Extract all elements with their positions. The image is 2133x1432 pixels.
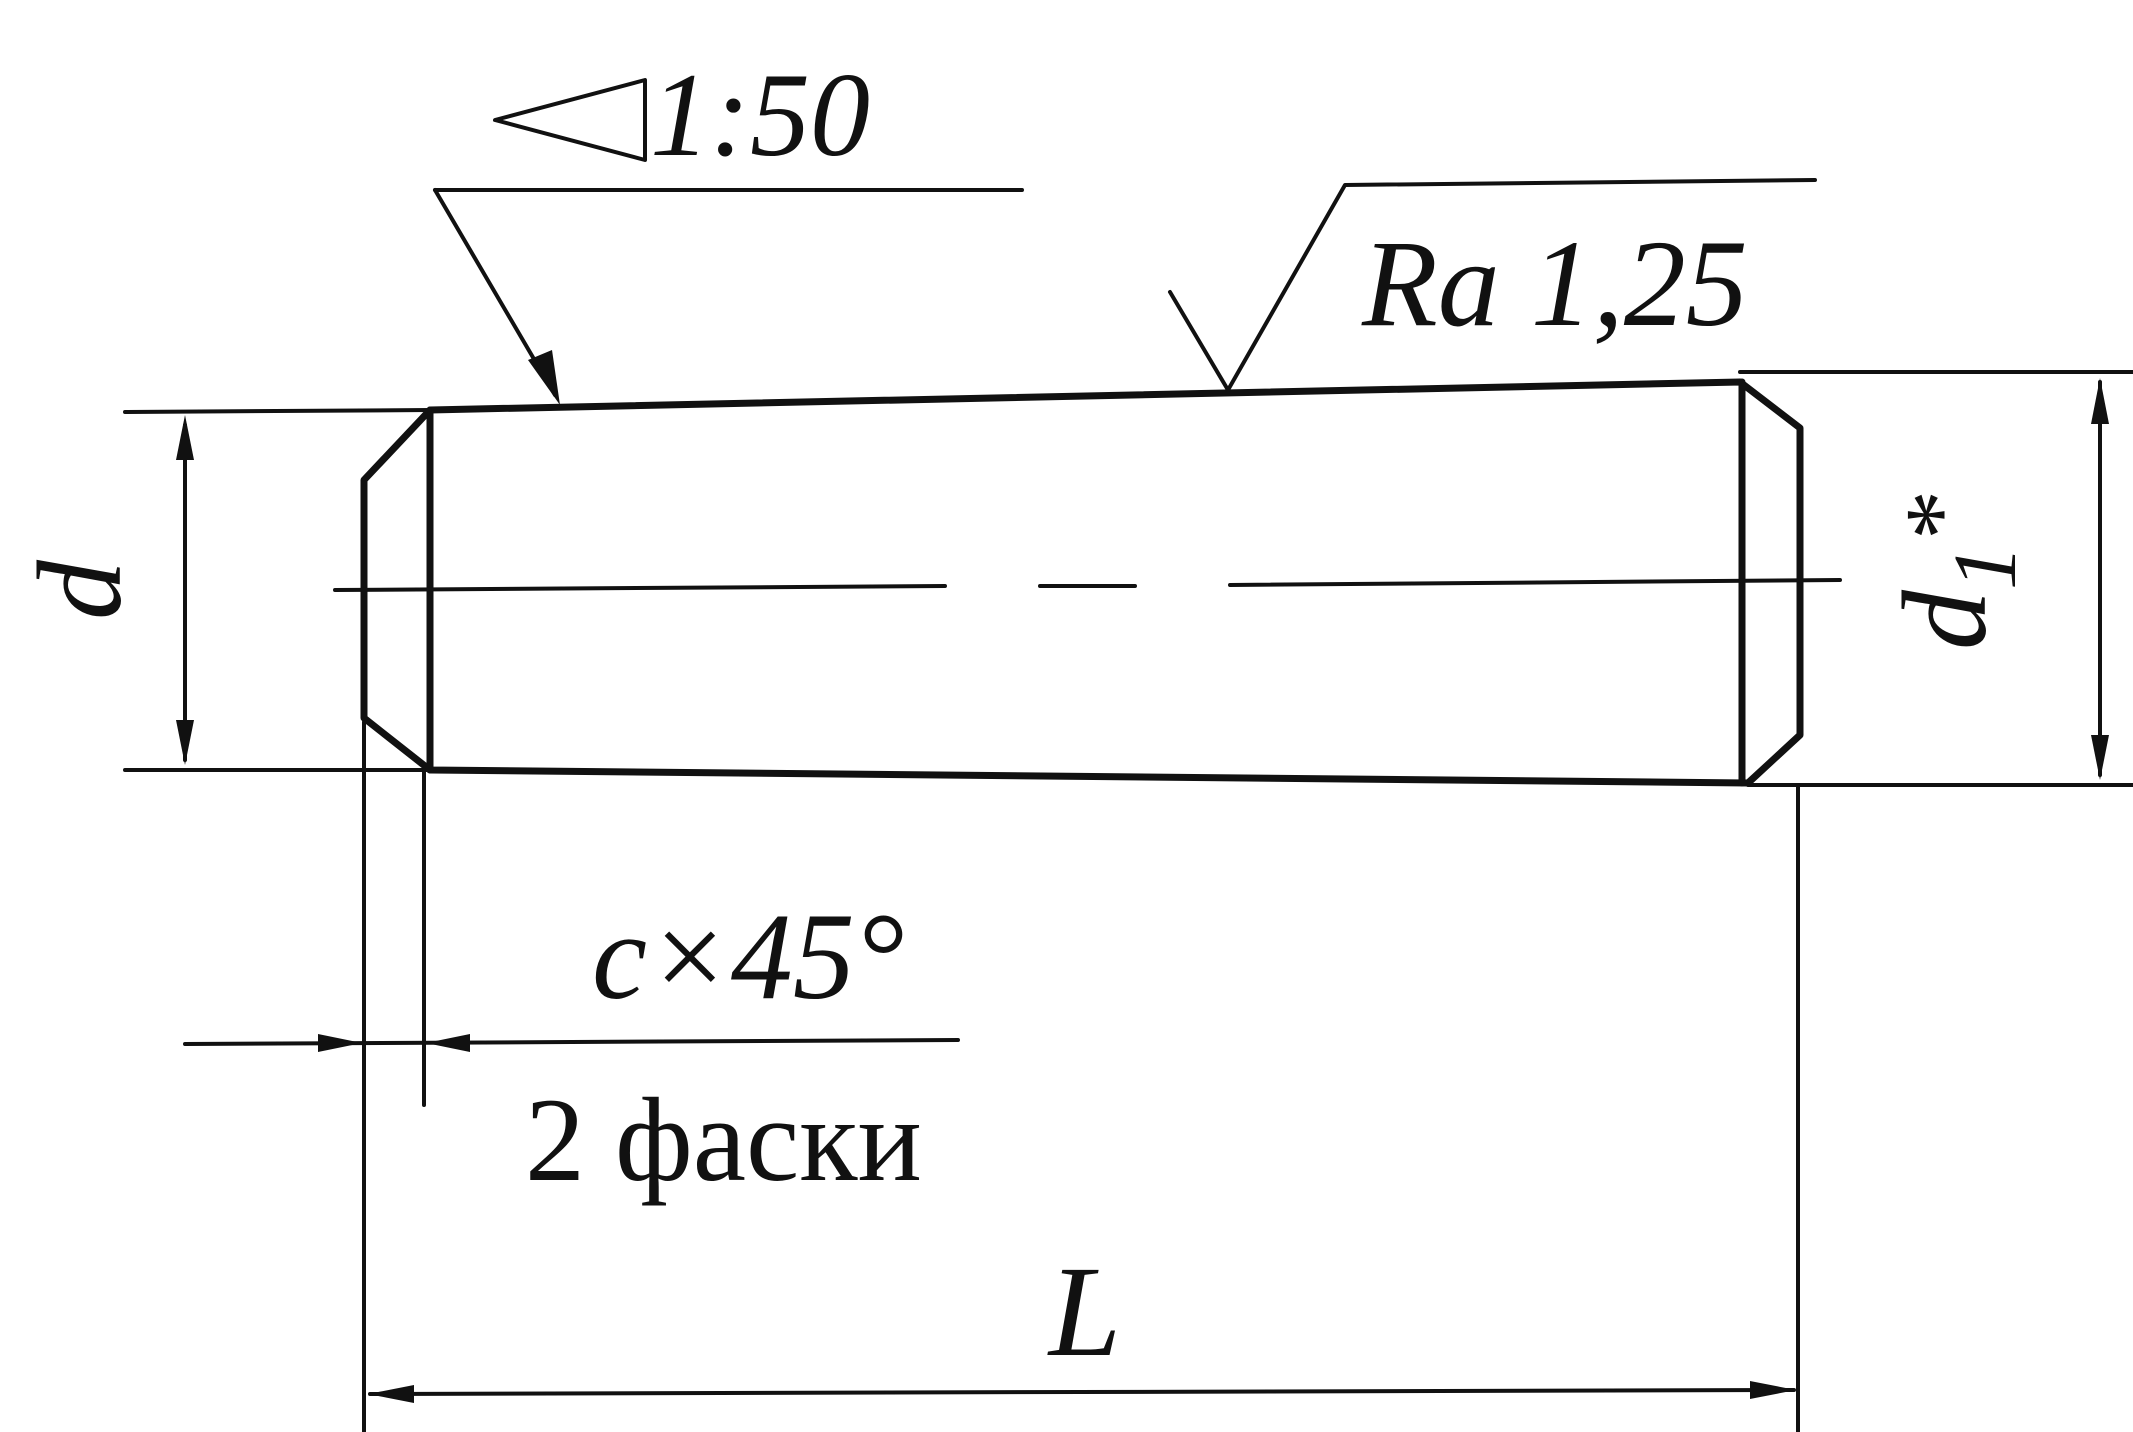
dimension-d1: d 1 * [1878, 378, 2109, 780]
length-dimension: L [368, 1240, 1796, 1403]
dimension-d: d [13, 415, 194, 765]
taper-label: 1:50 [650, 48, 870, 181]
length-label: L [1047, 1240, 1121, 1384]
chamfer-label: c×45° [592, 888, 904, 1025]
chamfer-dimension: c×45° 2 фаски [183, 888, 960, 1206]
extension-lines [123, 370, 2133, 1432]
chamfer-note: 2 фаски [525, 1073, 922, 1206]
roughness-callout: Ra 1,25 [1168, 178, 1817, 392]
dimension-d1-label: d [1878, 589, 2011, 650]
taper-symbol [493, 78, 647, 162]
dimension-d1-subscript: 1 [1936, 545, 2035, 590]
taper-callout: 1:50 [433, 48, 1024, 405]
roughness-label: Ra 1,25 [1361, 215, 1748, 352]
dimension-d1-mark: * [1884, 490, 1995, 540]
centerline [333, 578, 1842, 592]
dimension-d-label: d [13, 559, 146, 620]
